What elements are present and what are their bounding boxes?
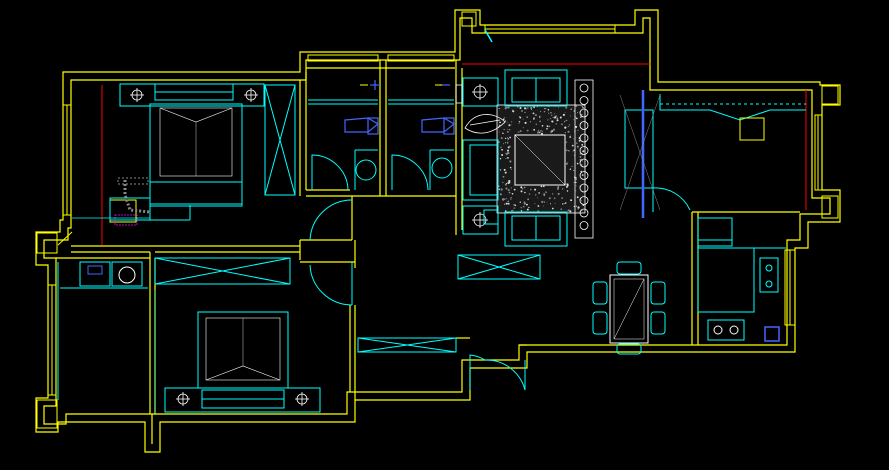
cabinet-knob <box>579 121 589 130</box>
chair-outline <box>123 180 151 214</box>
tv-cabinet <box>574 79 594 239</box>
plant <box>464 114 506 134</box>
cabinet-knob <box>579 196 589 205</box>
cabinet-knob <box>579 146 589 155</box>
cabinet-knob <box>579 83 589 93</box>
laundry-sink <box>79 261 111 287</box>
cabinet-knob <box>579 108 589 118</box>
bathroom-2 <box>388 84 456 191</box>
bath2-shower-drain <box>431 157 453 179</box>
master-bedroom <box>72 83 296 245</box>
bench <box>149 181 243 207</box>
balcony-partition <box>624 109 654 189</box>
walls <box>35 9 841 453</box>
cabinet-knob <box>579 183 589 193</box>
cabinet-knob <box>579 208 589 218</box>
bath1-door-swing <box>311 154 349 191</box>
window-bath1-top <box>307 54 379 62</box>
entrance <box>357 337 526 391</box>
rug <box>496 104 586 214</box>
window-bath2-top <box>387 54 455 62</box>
cabinet-knob <box>579 96 589 105</box>
armchair-bottom <box>504 211 568 247</box>
dining-chair <box>616 343 642 355</box>
master-wardrobe <box>264 84 296 196</box>
kitchen-sink <box>759 257 779 293</box>
armchair-top <box>504 69 568 107</box>
dining-table <box>609 274 649 344</box>
bath2-toilet <box>421 117 456 133</box>
entrance-door-left <box>469 354 486 390</box>
coffee-table <box>514 134 566 186</box>
bath2-door-swing <box>391 154 429 191</box>
bathroom-1 <box>308 80 380 191</box>
corridor-door-lower <box>309 264 353 306</box>
cabinet-knob <box>579 133 589 143</box>
tv-cabinet-knobs <box>579 83 589 230</box>
exterior-wall-outline <box>35 9 841 453</box>
dining-chair <box>592 281 608 305</box>
second-bedroom <box>154 257 321 414</box>
dining-chair <box>650 281 666 305</box>
bath1-shower-drain <box>355 159 377 181</box>
washing-machine <box>111 261 143 287</box>
dining-chair <box>650 311 666 335</box>
fridge <box>697 217 733 247</box>
kitchen-counter <box>697 247 755 313</box>
water-heater <box>764 326 780 342</box>
windows <box>47 24 823 396</box>
side-table-top <box>462 77 499 107</box>
entrance-door-right <box>484 359 526 391</box>
balcony-door-swing <box>652 187 691 211</box>
entry-cabinet <box>357 337 457 353</box>
gas-stove <box>707 319 745 341</box>
corridor-doors <box>309 199 353 306</box>
desk <box>109 197 151 221</box>
cabinet-knob <box>579 221 589 230</box>
shoe-cabinet <box>457 254 541 280</box>
cabinet-knob <box>579 171 589 180</box>
dining-chair <box>592 311 608 335</box>
bath1-toilet <box>344 117 380 133</box>
second-wardrobe <box>154 257 291 285</box>
living-room <box>455 29 650 280</box>
dining-chair <box>616 261 642 275</box>
balcony-cabinet-outline <box>659 94 806 121</box>
laundry <box>57 261 148 400</box>
rug-texture <box>497 105 585 213</box>
balcony <box>619 90 807 218</box>
dining-area <box>592 261 666 355</box>
balcony-washer <box>739 117 765 141</box>
chair <box>114 214 138 226</box>
cabinet-knob <box>579 158 589 168</box>
kitchen <box>697 217 786 342</box>
corridor-door-upper <box>309 199 353 241</box>
second-headboard-cabinet <box>164 387 321 413</box>
